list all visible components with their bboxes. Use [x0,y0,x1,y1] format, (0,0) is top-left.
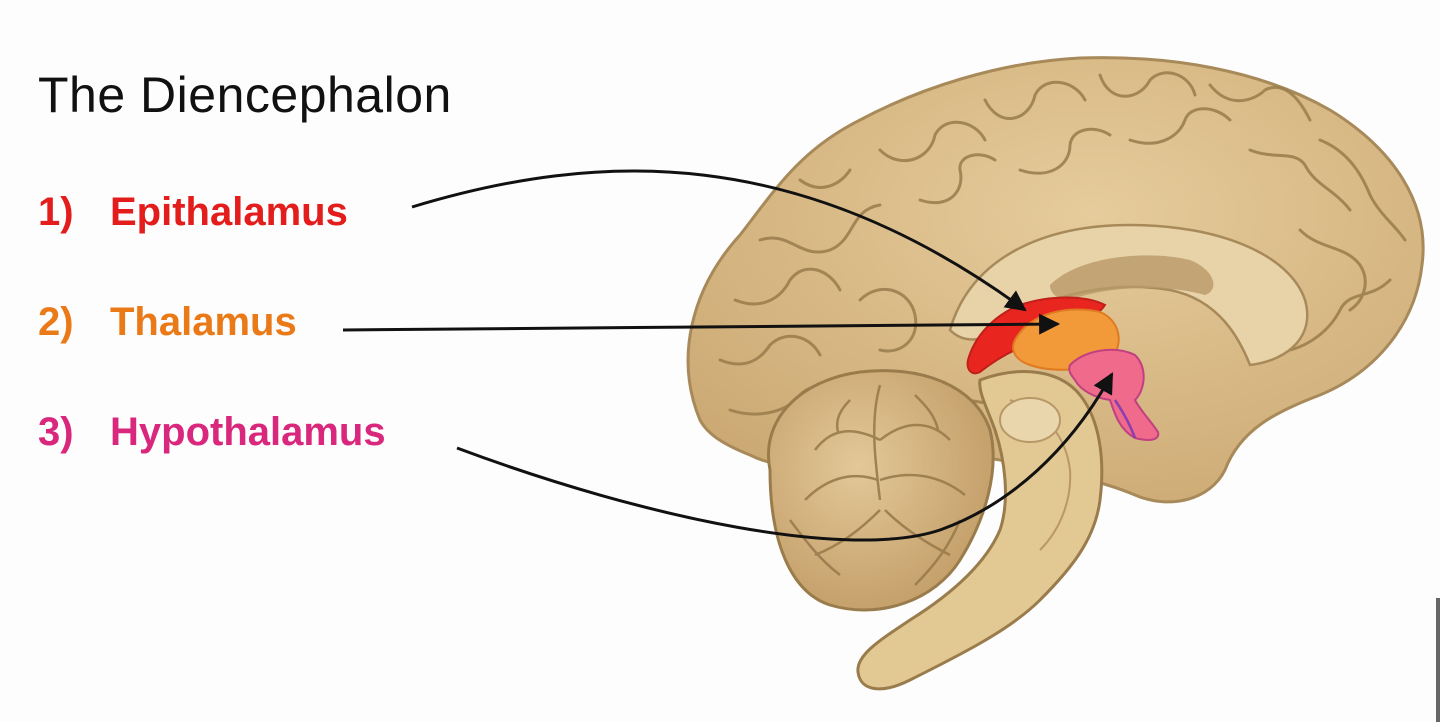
label-text: Hypothalamus [110,410,386,454]
label-epithalamus: 1) Epithalamus [38,190,348,235]
label-number: 3) [38,410,74,454]
label-hypothalamus: 3) Hypothalamus [38,410,386,455]
arrow-thalamus [342,313,1061,335]
hypothalamus-region [1068,348,1160,441]
label-number: 1) [38,190,74,234]
pituitary-outline [1113,399,1137,439]
brainstem [856,370,1104,691]
arrow-hypothalamus [456,372,1114,542]
label-text: Epithalamus [110,190,348,234]
arrow-epithalamus [411,169,1027,312]
label-number: 2) [38,300,74,344]
slide-title: The Diencephalon [38,67,452,123]
cerebellum [767,369,995,612]
slide-edge-bar [1436,598,1440,722]
label-thalamus: 2) Thalamus [38,300,297,345]
label-text: Thalamus [110,300,297,344]
